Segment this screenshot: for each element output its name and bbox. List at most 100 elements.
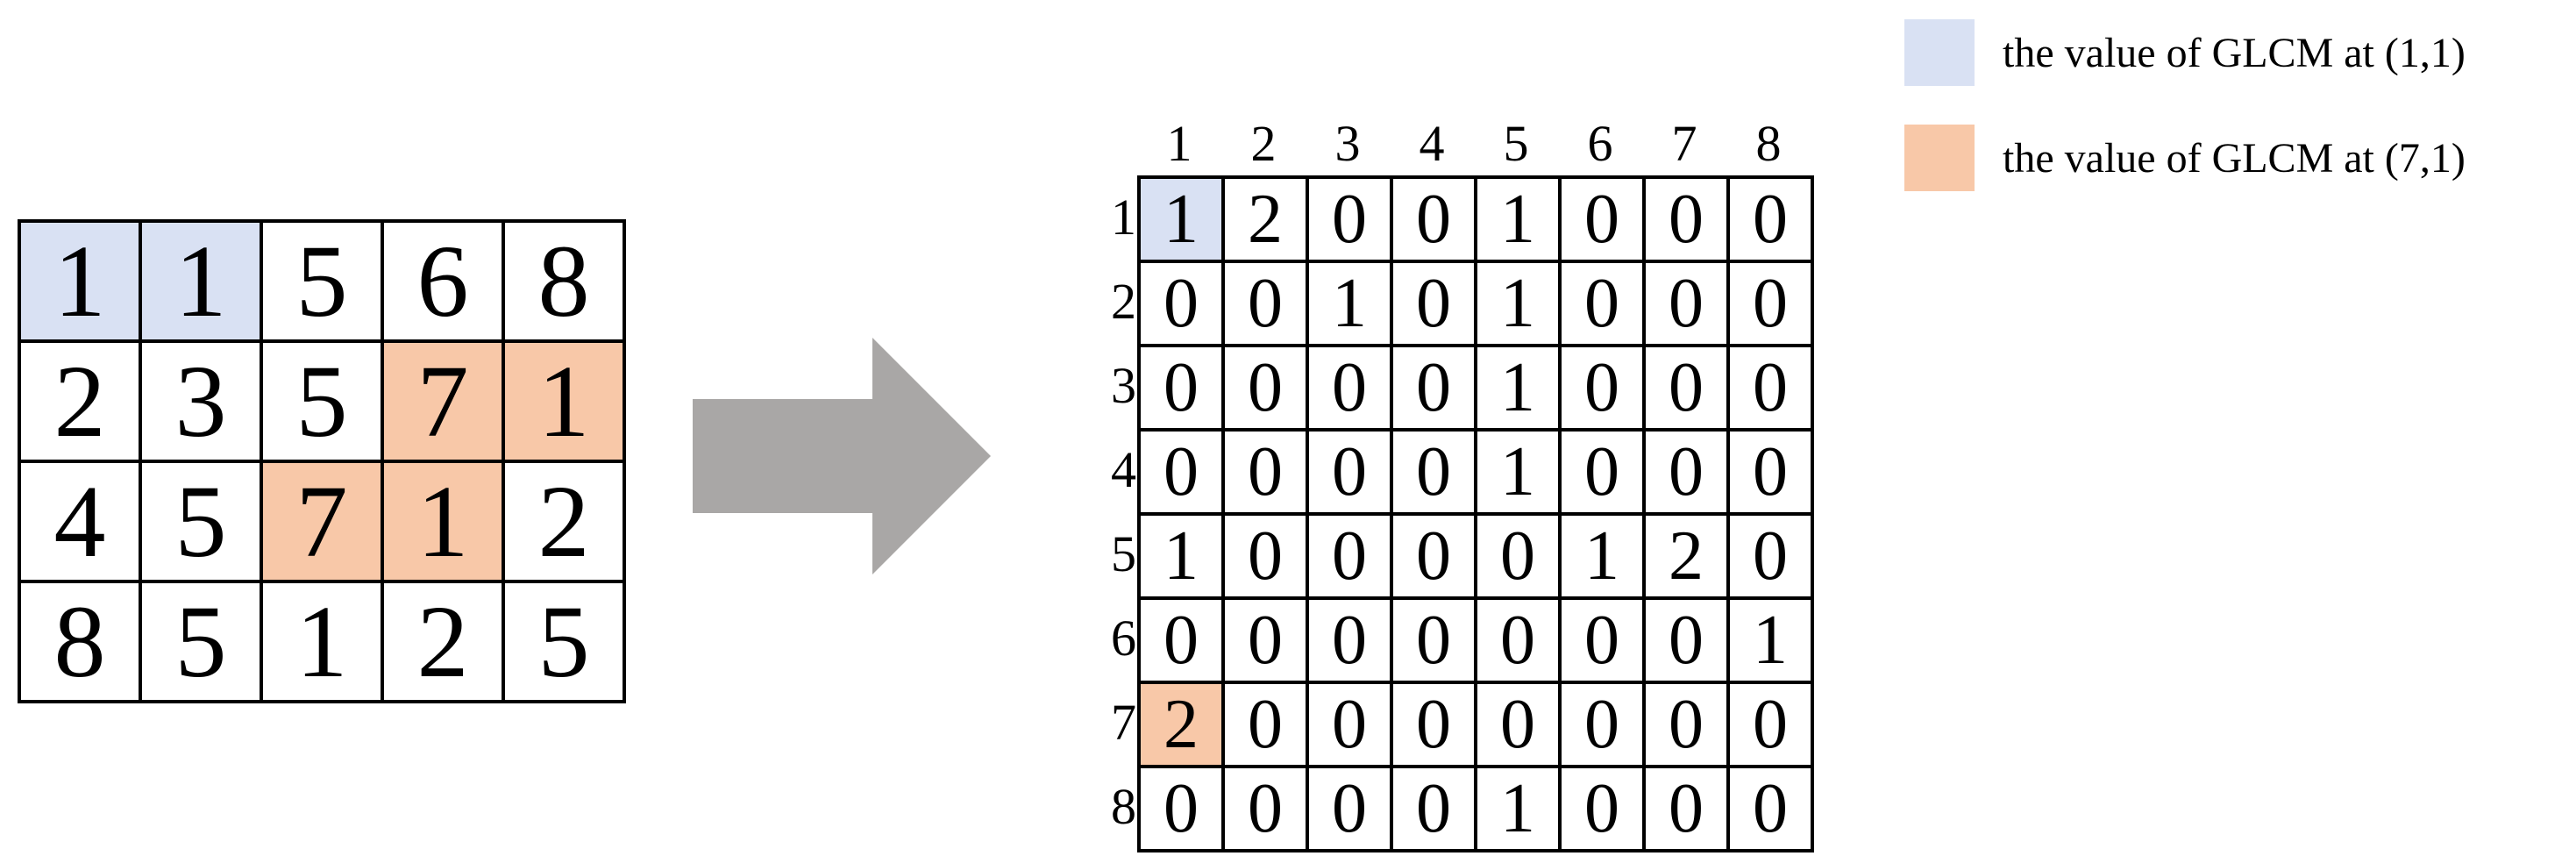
glcm-cell: 0: [1306, 765, 1393, 852]
glcm-cell: 0: [1137, 428, 1225, 516]
glcm-column-label: 7: [1671, 115, 1697, 172]
image-grid-cell: 3: [139, 339, 263, 463]
glcm-cell: 1: [1306, 260, 1393, 347]
glcm-cell: 2: [1221, 175, 1309, 263]
glcm-cell: 1: [1474, 428, 1562, 516]
glcm-cell: 0: [1642, 765, 1730, 852]
glcm-column-label: 3: [1334, 115, 1361, 172]
image-grid-cell: 2: [381, 580, 505, 703]
glcm-cell: 0: [1221, 428, 1309, 516]
image-grid-cell: 7: [381, 339, 505, 463]
glcm-cell: 0: [1390, 681, 1477, 768]
glcm-cell: 0: [1726, 681, 1814, 768]
legend-item-glcm-7-1: the value of GLCM at (7,1): [1904, 125, 2466, 191]
glcm-cell: 0: [1558, 344, 1646, 432]
glcm-cell: 1: [1474, 175, 1562, 263]
legend-swatch-orange: [1904, 125, 1975, 191]
legend-label: the value of GLCM at (7,1): [2003, 134, 2466, 182]
glcm-cell: 0: [1642, 344, 1730, 432]
image-grid-cell: 4: [18, 460, 142, 583]
image-grid-cell: 1: [18, 219, 142, 343]
glcm-cell: 0: [1558, 765, 1646, 852]
glcm-cell: 0: [1642, 681, 1730, 768]
glcm-cell: 0: [1306, 344, 1393, 432]
glcm-column-label: 8: [1755, 115, 1782, 172]
glcm-cell: 1: [1474, 260, 1562, 347]
glcm-cell: 0: [1642, 428, 1730, 516]
image-grid-cell: 1: [502, 339, 626, 463]
glcm-cell: 0: [1306, 428, 1393, 516]
glcm-row-label: 8: [1111, 778, 1136, 835]
image-grid-cell: 1: [260, 580, 384, 703]
glcm-cell: 0: [1558, 175, 1646, 263]
image-grid-cell: 7: [260, 460, 384, 583]
glcm-cell: 0: [1390, 765, 1477, 852]
glcm-cell: 0: [1726, 512, 1814, 600]
glcm-cell: 0: [1390, 344, 1477, 432]
image-grid-cell: 6: [381, 219, 505, 343]
glcm-cell: 0: [1137, 260, 1225, 347]
glcm-row-label: 5: [1111, 525, 1136, 582]
image-grid-cell: 5: [502, 580, 626, 703]
glcm-cell: 0: [1221, 765, 1309, 852]
glcm-cell: 0: [1726, 260, 1814, 347]
glcm-cell: 0: [1726, 344, 1814, 432]
glcm-row-label: 1: [1111, 189, 1136, 246]
glcm-cell: 0: [1221, 260, 1309, 347]
image-grid-cell: 2: [18, 339, 142, 463]
glcm-cell: 0: [1390, 175, 1477, 263]
glcm-cell: 0: [1474, 681, 1562, 768]
glcm-cell: 0: [1306, 175, 1393, 263]
glcm-cell: 0: [1221, 681, 1309, 768]
image-grid-cell: 8: [502, 219, 626, 343]
glcm-cell: 0: [1221, 512, 1309, 600]
image-grid-cell: 8: [18, 580, 142, 703]
glcm-cell: 1: [1137, 175, 1225, 263]
glcm-column-label: 1: [1166, 115, 1192, 172]
glcm-cell: 0: [1642, 175, 1730, 263]
image-grid-cell: 5: [139, 460, 263, 583]
glcm-cell: 0: [1474, 512, 1562, 600]
glcm-cell: 0: [1306, 681, 1393, 768]
glcm-cell: 0: [1558, 596, 1646, 684]
glcm-cell: 0: [1726, 175, 1814, 263]
glcm-cell: 0: [1221, 344, 1309, 432]
glcm-cell: 0: [1390, 428, 1477, 516]
glcm-column-label: 2: [1250, 115, 1277, 172]
glcm-cell: 0: [1306, 512, 1393, 600]
glcm-cell: 0: [1558, 260, 1646, 347]
glcm-cell: 0: [1137, 765, 1225, 852]
glcm-cell: 0: [1137, 596, 1225, 684]
glcm-row-label: 4: [1111, 441, 1136, 498]
glcm-cell: 0: [1390, 512, 1477, 600]
glcm-cell: 0: [1642, 596, 1730, 684]
glcm-cell: 0: [1558, 681, 1646, 768]
glcm-cell: 0: [1726, 428, 1814, 516]
image-grid-cell: 5: [260, 339, 384, 463]
glcm-cell: 1: [1558, 512, 1646, 600]
glcm-cell: 0: [1390, 260, 1477, 347]
glcm-column-label: 6: [1587, 115, 1613, 172]
glcm-row-label: 7: [1111, 694, 1136, 751]
image-grid-cell: 5: [260, 219, 384, 343]
glcm-column-label: 5: [1503, 115, 1529, 172]
image-grid-cell: 5: [139, 580, 263, 703]
image-grid-cell: 1: [139, 219, 263, 343]
glcm-cell: 0: [1642, 260, 1730, 347]
glcm-cell: 0: [1306, 596, 1393, 684]
glcm-cell: 2: [1137, 681, 1225, 768]
glcm-cell: 0: [1221, 596, 1309, 684]
